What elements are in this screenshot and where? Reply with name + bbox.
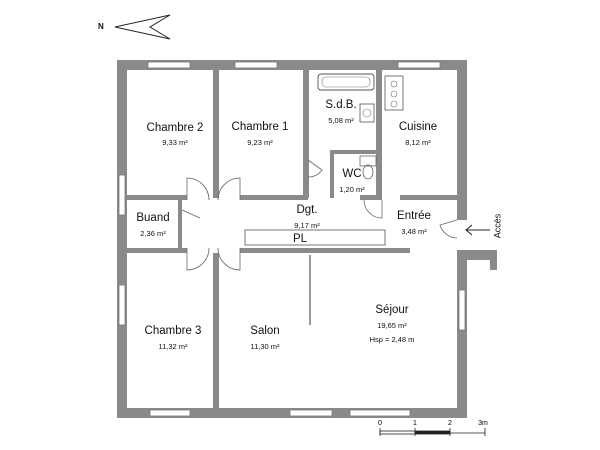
- kitchen-hob: [384, 75, 404, 111]
- access-arrow-icon: [465, 224, 490, 236]
- room-name-salon: Salon: [250, 325, 280, 337]
- room-name-entree: Entrée: [397, 210, 431, 222]
- scale-tick-0: 0: [378, 420, 382, 427]
- placard: [244, 229, 386, 246]
- scale-tick-3: 3m: [478, 420, 488, 427]
- room-name-buanderie: Buand: [136, 212, 170, 224]
- washbasin: [359, 103, 375, 123]
- door-swings: [181, 159, 458, 271]
- access-label: Accès: [492, 213, 503, 239]
- room-area-sejour: 19,65 m²: [377, 321, 407, 330]
- room-name-chambre-3: Chambre 3: [144, 325, 202, 337]
- room-name-cuisine: Cuisine: [398, 121, 438, 133]
- scale-tick-2: 2: [448, 420, 452, 427]
- room-area-dgt: 9,17 m²: [294, 221, 320, 230]
- placard-label: PL: [292, 233, 308, 245]
- room-name-sdb: S.d.B.: [325, 99, 357, 111]
- north-label: N: [98, 22, 104, 31]
- scale-tick-1: 1: [413, 420, 417, 427]
- north-arrow-icon: [114, 14, 171, 40]
- room-area-salon: 11,30 m²: [250, 342, 280, 351]
- room-area-chambre-1: 9,23 m²: [247, 138, 273, 147]
- room-name-dgt: Dgt.: [296, 204, 318, 216]
- room-area-cuisine: 8,12 m²: [405, 138, 431, 147]
- ceiling-height-note: Hsp = 2,48 m: [369, 335, 415, 344]
- room-area-chambre-2: 9,33 m²: [162, 138, 188, 147]
- room-name-chambre-1: Chambre 1: [231, 121, 289, 133]
- room-area-wc: 1,20 m²: [339, 185, 365, 194]
- scale-bar: [379, 428, 486, 436]
- room-area-entree: 3,48 m²: [401, 227, 427, 236]
- interior-walls: [127, 70, 457, 408]
- bathtub: [317, 73, 375, 91]
- room-area-chambre-3: 11,32 m²: [158, 342, 188, 351]
- room-area-buanderie: 2,36 m²: [140, 229, 166, 238]
- windows: [118, 61, 466, 417]
- room-name-wc: WC: [342, 168, 362, 180]
- room-name-sejour: Séjour: [375, 304, 409, 316]
- room-area-sdb: 5,08 m²: [328, 116, 354, 125]
- room-name-chambre-2: Chambre 2: [146, 122, 204, 134]
- toilet: [359, 155, 377, 167]
